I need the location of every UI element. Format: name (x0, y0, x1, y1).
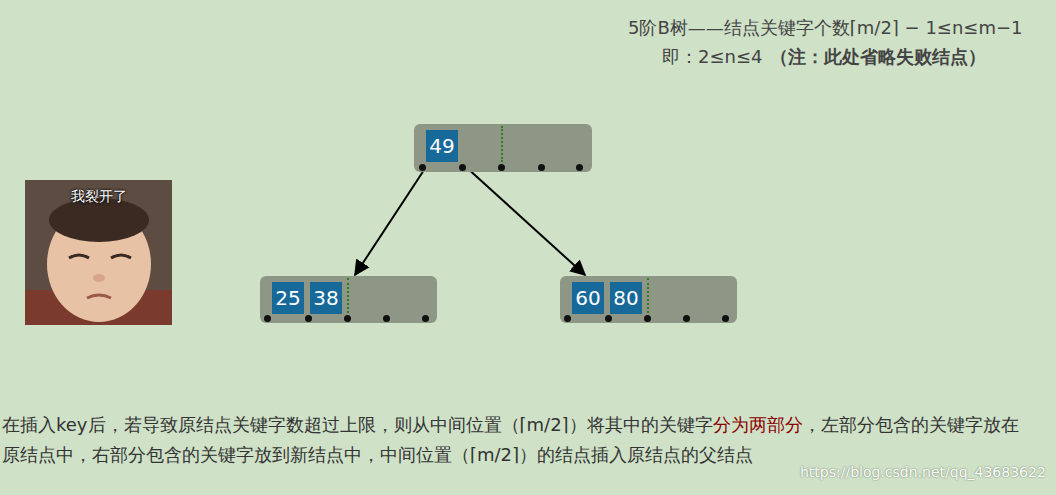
key-separator (647, 278, 649, 313)
pointer-dot (305, 315, 312, 322)
meme-picture: 我裂开了 (25, 180, 172, 325)
meme-caption: 我裂开了 (25, 188, 172, 206)
btree-node: 49 (414, 124, 592, 172)
key-cell: 25 (272, 282, 304, 314)
pointer-dot (683, 315, 690, 322)
pointer-dot (422, 315, 429, 322)
btree-node: 25 38 (260, 276, 437, 323)
pointer-dot (383, 315, 390, 322)
explanation-text: 在插入key后，若导致原结点关键字数超过上限，则从中间位置（⌈m/2⌉）将其中的… (2, 414, 713, 435)
pointer-dot (605, 315, 612, 322)
key-separator (501, 126, 503, 162)
key-value: 38 (313, 286, 338, 310)
header-note: 即：2≤n≤4 (662, 45, 762, 69)
pointer-dot (538, 164, 545, 171)
child-pointer-arrow (466, 167, 585, 275)
btree-node: 60 80 (560, 276, 737, 323)
key-cell: 38 (310, 282, 342, 314)
key-cell: 80 (610, 282, 642, 314)
child-pointer-arrow (355, 167, 426, 275)
pointer-dot (264, 315, 271, 322)
key-cell: 49 (426, 130, 458, 162)
pointer-dot (644, 315, 651, 322)
watermark: https://blog.csdn.net/qq_43683622 (800, 464, 1046, 480)
pointer-dot (344, 315, 351, 322)
pointer-dot (419, 164, 426, 171)
explanation-text: 分为两部分 (713, 414, 803, 435)
header-note: 5阶B树——结点关键字个数⌈m/2⌉ − 1≤n≤m−1 (628, 16, 1023, 40)
key-value: 49 (429, 134, 454, 158)
header-note: （注：此处省略失败结点） (770, 45, 986, 69)
key-value: 80 (613, 286, 638, 310)
pointer-dot (498, 164, 505, 171)
key-value: 25 (275, 286, 300, 310)
key-separator (347, 278, 349, 313)
pointer-dot (564, 315, 571, 322)
pointer-dot (459, 164, 466, 171)
key-cell: 60 (572, 282, 604, 314)
pointer-dot (576, 164, 583, 171)
pointer-dot (722, 315, 729, 322)
key-value: 60 (575, 286, 600, 310)
explanation-paragraph: 在插入key后，若导致原结点关键字数超过上限，则从中间位置（⌈m/2⌉）将其中的… (2, 410, 1032, 470)
